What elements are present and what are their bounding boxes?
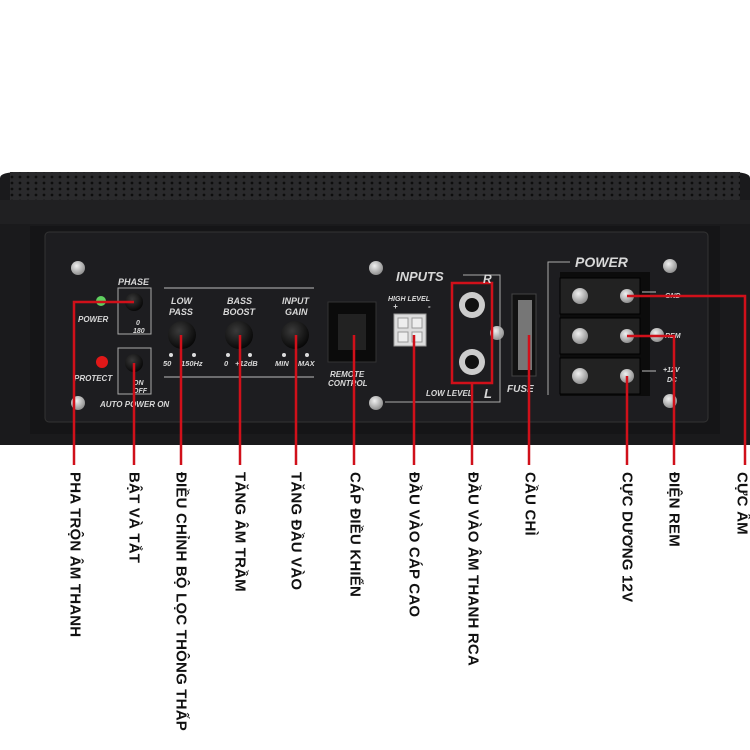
callout-remote: CÁP ĐIỀU KHIỂN: [346, 472, 364, 598]
panel-label-input-gain-2: GAIN: [285, 307, 308, 317]
panel-label-bass-min: 0: [224, 359, 229, 368]
panel-label-low-pass-min: 50: [163, 359, 172, 368]
panel-label-inputs: INPUTS: [396, 269, 444, 284]
callout-12v: CỰC DƯƠNG 12V: [618, 472, 636, 603]
panel-label-protect-led: PROTECT: [74, 374, 113, 383]
panel-label-bass-max: +12dB: [235, 359, 258, 368]
screw-icon: [71, 259, 677, 410]
rca-jacks: [459, 292, 485, 375]
callout-high-level: ĐẦU VÀO CÁP CAO: [405, 472, 423, 618]
panel-label-low-pass-max: 150Hz: [181, 359, 203, 368]
callout-rem: ĐIỆN REM: [665, 472, 683, 547]
panel-label-gain-max: MAX: [298, 359, 316, 368]
speaker-grille: [10, 172, 740, 200]
panel-label-high-level: HIGH LEVEL: [388, 296, 430, 303]
callout-line-gnd: [627, 294, 747, 465]
callout-line-rem: [627, 334, 676, 465]
callout-phase: PHA TRỘN ÂM THANH: [66, 472, 84, 638]
phase-label: PHASE: [118, 277, 150, 287]
panel-label-minus: -: [428, 302, 431, 311]
panel-label-low-pass-2: PASS: [169, 307, 193, 317]
protect-led-icon: [96, 356, 108, 368]
callout-input-gain: TĂNG ĐẦU VÀO: [287, 472, 305, 591]
panel-label-phase-0: 0: [136, 320, 140, 327]
panel-label-input-gain-1: INPUT: [282, 296, 311, 306]
panel-label-phase-180: 180: [133, 328, 145, 335]
panel-label-power: POWER: [575, 254, 629, 270]
panel-label-power-led: POWER: [78, 315, 108, 324]
panel-label-bass-boost-1: BASS: [227, 296, 252, 306]
panel-label-low-pass-1: LOW: [171, 296, 193, 306]
panel-label-remote-1: REMOTE: [330, 370, 365, 379]
panel-label-auto-off: OFF: [133, 388, 148, 395]
panel-label-auto-on: ON: [133, 380, 144, 387]
panel-label-r: R: [483, 272, 492, 286]
callout-bass-boost: TĂNG ÂM TRẦM: [231, 472, 249, 592]
callout-lines: [72, 294, 747, 465]
panel-label-remote-2: CONTROL: [328, 379, 368, 388]
callout-line-phase: [72, 300, 134, 465]
panel-label-bass-boost-2: BOOST: [223, 307, 257, 317]
panel-label-dc: DC: [667, 377, 678, 384]
panel-label-low-level: LOW LEVEL: [426, 389, 473, 398]
callout-rca: ĐẦU VÀO ÂM THANH RCA: [464, 472, 482, 666]
panel-label-plus: +: [393, 302, 398, 311]
panel-label-fuse: FUSE: [507, 384, 534, 395]
panel-label-v12: +12V: [663, 367, 681, 374]
callout-low-pass: ĐIỀU CHỈNH BỘ LỌC THÔNG THẤP: [172, 472, 190, 731]
panel-label-l: L: [484, 386, 492, 401]
callout-auto-power: BẬT VÀ TẮT: [125, 472, 143, 564]
panel-label-gain-min: MIN: [275, 359, 289, 368]
callout-fuse: CẦU CHÌ: [521, 472, 539, 536]
callout-gnd: CỰC ÂM: [733, 472, 750, 535]
